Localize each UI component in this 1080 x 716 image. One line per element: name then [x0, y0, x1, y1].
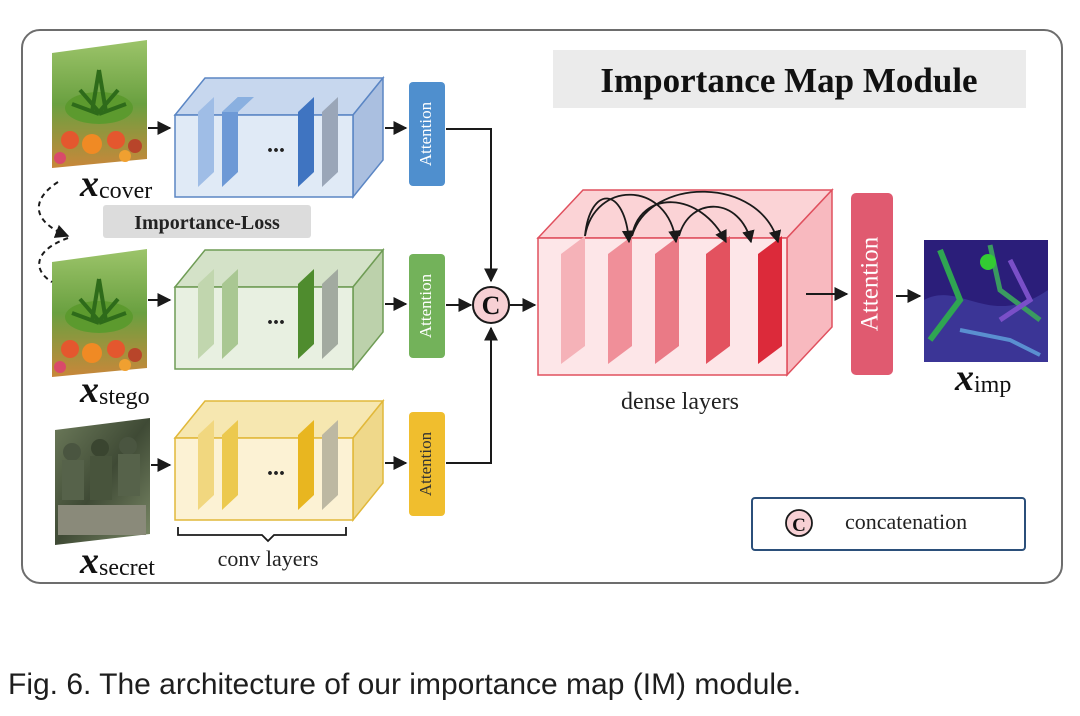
title-box: [553, 50, 1026, 108]
label-x-secret: xsecret: [79, 540, 155, 582]
dense-block: [536, 188, 834, 377]
concat-symbol: C: [482, 291, 501, 320]
attention-final: Attention: [851, 193, 893, 375]
label-x-stego: xstego: [79, 369, 150, 411]
importance-loss-arrow-top: [38, 181, 70, 238]
legend-concat-label: concatenation: [845, 509, 967, 534]
conv-layers-brace: [177, 527, 347, 543]
concat-node: C: [472, 286, 510, 324]
conv-layers-label: conv layers: [218, 546, 319, 571]
importance-map-image: [924, 240, 1048, 362]
label-x-imp: ximp: [954, 357, 1011, 399]
attention-yellow-label: Attention: [416, 431, 435, 496]
cover-image: [52, 40, 147, 168]
arrow-attn-blue-to-concat: [446, 128, 498, 283]
importance-loss-arrow-bottom: [38, 237, 69, 283]
module-title: Importance Map Module: [600, 61, 977, 100]
dense-layers-label: dense layers: [621, 389, 739, 415]
importance-loss-label: Importance-Loss: [134, 212, 280, 234]
attention-yellow: Attention: [409, 412, 445, 516]
conv-green-ellipsis: ...: [267, 304, 285, 330]
figure-caption: Fig. 6. The architecture of our importan…: [8, 668, 802, 701]
attention-blue: Attention: [409, 82, 445, 186]
attention-green-label: Attention: [416, 273, 435, 338]
conv-block-blue: ...: [173, 75, 385, 200]
legend-concat-symbol: C: [792, 515, 806, 536]
legend: C concatenation: [751, 497, 1026, 551]
attention-final-label: Attention: [857, 236, 884, 331]
attention-blue-label: Attention: [416, 101, 435, 166]
attention-green: Attention: [409, 254, 445, 358]
label-x-cover: xcover: [79, 163, 152, 205]
importance-loss-box: [103, 205, 311, 238]
conv-block-green: ...: [173, 247, 385, 372]
arrow-attn-yellow-to-concat: [446, 326, 498, 464]
conv-yellow-ellipsis: ...: [267, 455, 285, 481]
conv-blue-ellipsis: ...: [267, 132, 285, 158]
secret-image: [55, 418, 150, 545]
conv-block-yellow: ...: [173, 398, 385, 523]
stego-image: [52, 249, 147, 377]
